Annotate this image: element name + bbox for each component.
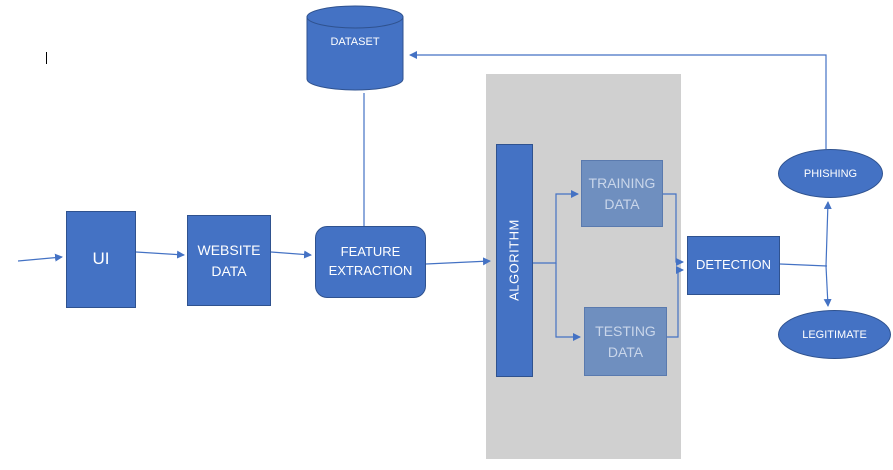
- text-cursor: [46, 52, 47, 64]
- dataset-cylinder: [306, 5, 404, 91]
- legitimate-ellipse: LEGITIMATE: [778, 310, 891, 359]
- website-data-box: WEBSITE DATA: [187, 215, 271, 306]
- testing-data-box: TESTING DATA: [584, 307, 667, 376]
- phishing-ellipse: PHISHING: [778, 149, 883, 198]
- dataset-label: DATASET: [330, 36, 380, 48]
- phishing-label: PHISHING: [803, 167, 858, 180]
- detection-box: DETECTION: [687, 236, 780, 295]
- training-data-box: TRAINING DATA: [581, 160, 663, 227]
- ui-label: UI: [92, 249, 110, 269]
- website-data-label: WEBSITE DATA: [197, 242, 261, 279]
- algorithm-label: ALGORITHM: [506, 219, 522, 301]
- legitimate-label: LEGITIMATE: [802, 328, 867, 341]
- detection-label: DETECTION: [695, 257, 772, 273]
- ui-box: UI: [66, 211, 136, 308]
- algorithm-box: [496, 144, 533, 377]
- training-data-label: TRAINING DATA: [588, 175, 656, 212]
- testing-data-label: TESTING DATA: [595, 323, 656, 360]
- feature-extraction-label: FEATURE EXTRACTION: [328, 244, 413, 278]
- feature-extraction-box: FEATURE EXTRACTION: [315, 226, 426, 298]
